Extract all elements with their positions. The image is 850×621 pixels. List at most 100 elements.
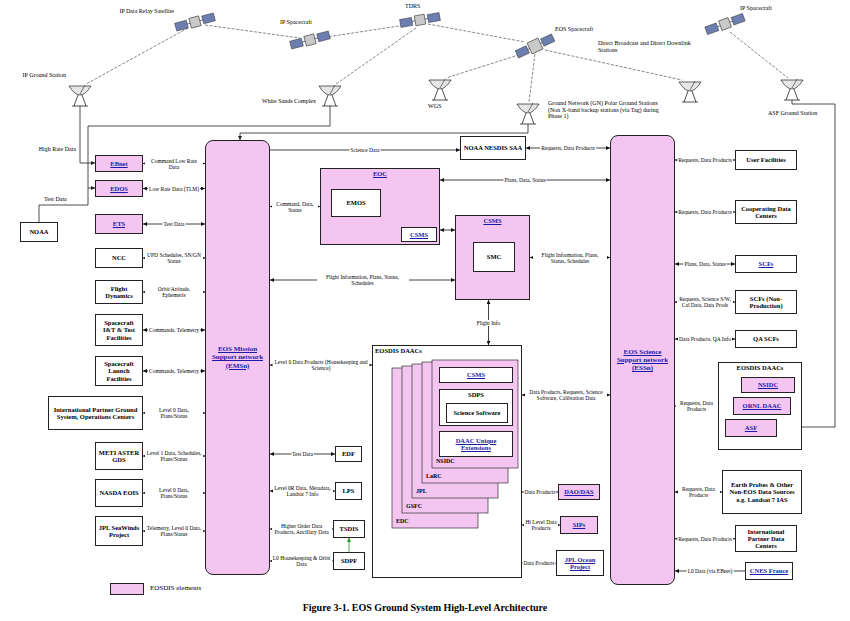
box-label: ETS [98,220,140,227]
ground-antenna-icon [679,82,701,91]
box-label: EMOS [334,199,378,206]
ground-antenna-icon [682,91,698,102]
satellite-icon [541,34,555,46]
ground-antenna-icon [517,103,539,124]
annotation-label: IP Data Relay Satellite [100,8,174,15]
box-label: Science Software [449,409,505,416]
system-box: International Partner Data Centers [735,525,797,552]
system-box: QA SCFs [735,330,797,348]
data-flow-connector [440,230,455,231]
system-box: Cooperating Data Centers [735,200,797,224]
box-label: Spacecraft Launch Facilities [98,360,140,382]
box-label: METI ASTER GDS [98,449,140,464]
ground-antenna-icon [319,86,341,95]
box-label: SDPS [442,391,510,398]
system-box: Earth Probes & Other Non-EOS Data Source… [722,470,802,514]
ground-antenna-icon [528,103,533,112]
flow-label: L0 Housekeeping & Orbit Data [272,555,332,567]
system-box: METI ASTER GDS [95,442,143,470]
box-label: LPS [338,487,359,494]
satellite-icon [174,12,215,32]
satellite-icon [202,13,216,24]
box-label: EDF [338,450,359,457]
annotation-label: ASF Ground Station [768,110,828,117]
ground-antenna-icon [690,81,695,90]
box-label: ORNL DAAC [736,402,788,409]
annotation-label: Test Data [44,196,84,203]
system-box: JPL Ocean Project [556,550,604,576]
ground-antenna-icon [322,95,338,106]
flow-label: Plans, Data, Status [503,177,546,183]
ground-antenna-icon [781,79,803,100]
satellite-icon [514,32,555,60]
radio-link [86,28,188,84]
box-label: EOS Science Support network (ESSn) [613,348,672,372]
flow-label: Telemetry, Level 0 Data, Plans/Status [145,525,203,537]
legend-text: EOSDIS elements [150,585,201,593]
daac-site-label: JPL [416,488,446,495]
ground-antenna-icon [319,85,341,106]
box-label: EOC [323,170,437,177]
flow-label: Commands, Telemetry [148,368,200,374]
container-box: EOSDIS DAACsNSIDCORNL DAACASF [718,362,802,450]
radio-link [446,52,528,78]
box-label: Flight Dynamics [98,285,140,300]
box-label: International Partner Data Centers [738,528,794,550]
system-box: EMOS [331,189,381,217]
box-label: Cooperating Data Centers [738,205,794,220]
radio-link [730,32,788,78]
ground-antenna-icon [69,86,91,95]
system-box: TSDIS [333,520,365,538]
ground-antenna-icon [781,80,803,89]
flow-label: Higher Order Data Products, Ancillary Da… [272,523,332,535]
flow-label: Requests, Data Products [677,157,733,163]
box-label: SDPF [336,557,362,564]
flow-label: Requests, Data Products [678,486,720,498]
ground-link-wire [80,106,95,163]
box-label: DAO/DAS [561,488,597,495]
system-box: EDOS [95,180,143,197]
ground-antenna-icon [440,79,445,88]
flow-label: Command, Data, Status [272,200,318,212]
box-label: DAAC Unique Extensions [442,437,510,452]
system-box: EBnet [95,155,143,172]
flow-label: Data Products, QA Info [678,336,732,342]
box-label: SMC [476,253,512,260]
flow-label: Flight Information, Plans, Status, Sched… [533,251,607,263]
ground-antenna-icon [330,85,335,94]
flow-label: Science Data [350,147,381,153]
radio-link [86,24,788,102]
system-box: Flight Dynamics [95,280,143,304]
box-label: NOAA [23,228,55,235]
box-label: NOAA NESDIS SAA [463,144,523,151]
system-box: JPL SeaWinds Project [95,516,143,546]
container-box: CSMS SMC [455,215,530,300]
ground-antenna-icon [72,95,88,106]
satellite-icon [414,14,426,26]
annotation-label: IP Ground Station [12,72,66,79]
box-label: CSMS [458,217,527,224]
flow-label: Hi Level Data Products [524,519,558,531]
flow-label: Test Data [163,221,186,227]
system-box: DAAC Unique Extensions [439,431,513,457]
ground-antenna-icon [429,80,451,89]
system-box: SCFs [735,255,797,273]
network-bar: EOS Science Support network (ESSn) [610,135,675,585]
radio-link [428,24,525,42]
system-box: ASF [725,419,777,437]
satellite-icon [515,46,529,58]
flow-label: Level 1 Data, Schedules, Plans/Status [145,450,203,462]
flow-label: Level 0 Data Products (Housekeeping and … [273,359,370,371]
annotation-label: IP Spacecraft [740,5,800,12]
flow-label: Requests, Data Products [677,209,733,215]
flow-label: Requests, Data Products [540,145,596,151]
box-label: CSMS [442,371,510,378]
radio-link [336,28,416,84]
system-box: CNES France [745,562,793,580]
satellite-icon [705,23,719,35]
flow-label: Data Products [522,560,555,566]
annotation-label: Ground Network (GN) Polar Ground Station… [548,100,668,120]
annotation-label: WGS [428,103,458,110]
flow-label: Data Products [523,489,556,495]
system-box: NOAA [20,222,58,242]
